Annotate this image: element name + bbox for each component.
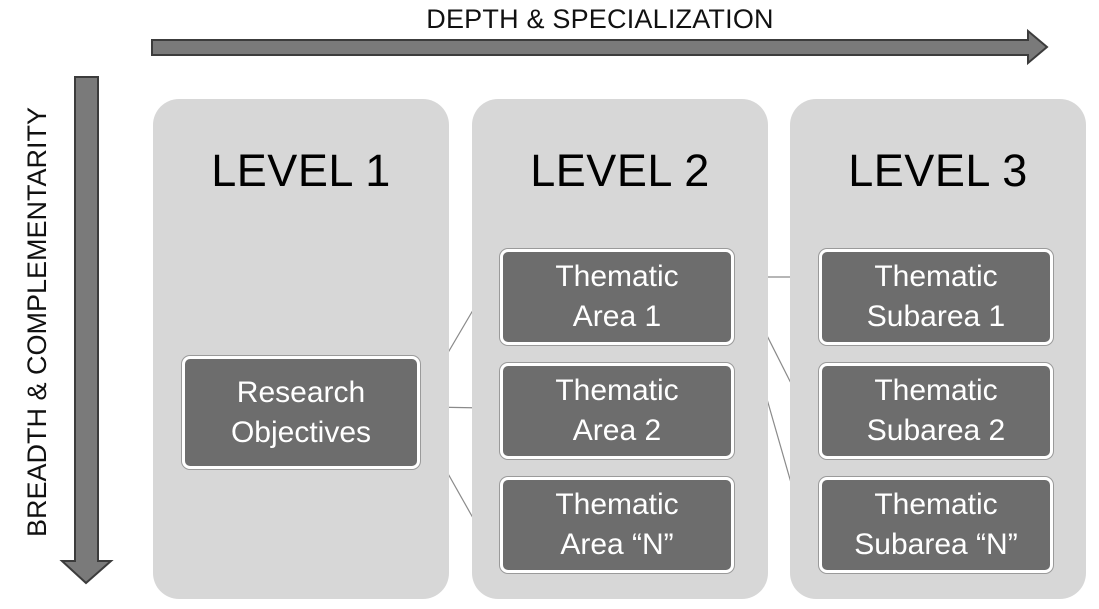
node-label-line2: Subarea 1 [866,300,1006,333]
node-thematic-subarea-1: Thematic Subarea 1 [819,249,1053,345]
level-1-panel: LEVEL 1 Research Objectives [153,99,449,599]
node-thematic-area-n: Thematic Area “N” [500,477,734,573]
node-label-line1: Thematic [874,260,998,293]
node-label-line2: Area 2 [572,414,662,447]
node-thematic-area-1: Thematic Area 1 [500,249,734,345]
node-label-line1: Thematic [555,488,679,521]
node-label-line1: Research [236,375,366,409]
node-thematic-area-2: Thematic Area 2 [500,363,734,459]
depth-arrow [151,28,1049,66]
level-3-title: LEVEL 3 [848,145,1028,196]
level-1-title: LEVEL 1 [211,145,391,196]
node-label-line2: Subarea “N” [854,528,1018,561]
node-thematic-subarea-n: Thematic Subarea “N” [819,477,1053,573]
node-label-line1: Thematic [874,488,998,521]
depth-axis-label: DEPTH & SPECIALIZATION [426,4,774,34]
level-2-title: LEVEL 2 [530,145,710,196]
node-thematic-subarea-2: Thematic Subarea 2 [819,363,1053,459]
node-research-objectives: Research Objectives [182,356,420,469]
node-label-line2: Objectives [230,415,372,449]
node-label-line2: Area 1 [572,300,662,333]
node-label-line1: Thematic [555,374,679,407]
node-label-line1: Thematic [874,374,998,407]
breadth-arrow [59,76,114,585]
level-2-panel: LEVEL 2 Thematic Area 1 Thematic Area 2 … [472,99,768,599]
node-label-line1: Thematic [555,260,679,293]
node-label-line2: Subarea 2 [866,414,1006,447]
node-label-line2: Area “N” [560,528,674,561]
level-3-panel: LEVEL 3 Thematic Subarea 1 Thematic Suba… [790,99,1086,599]
